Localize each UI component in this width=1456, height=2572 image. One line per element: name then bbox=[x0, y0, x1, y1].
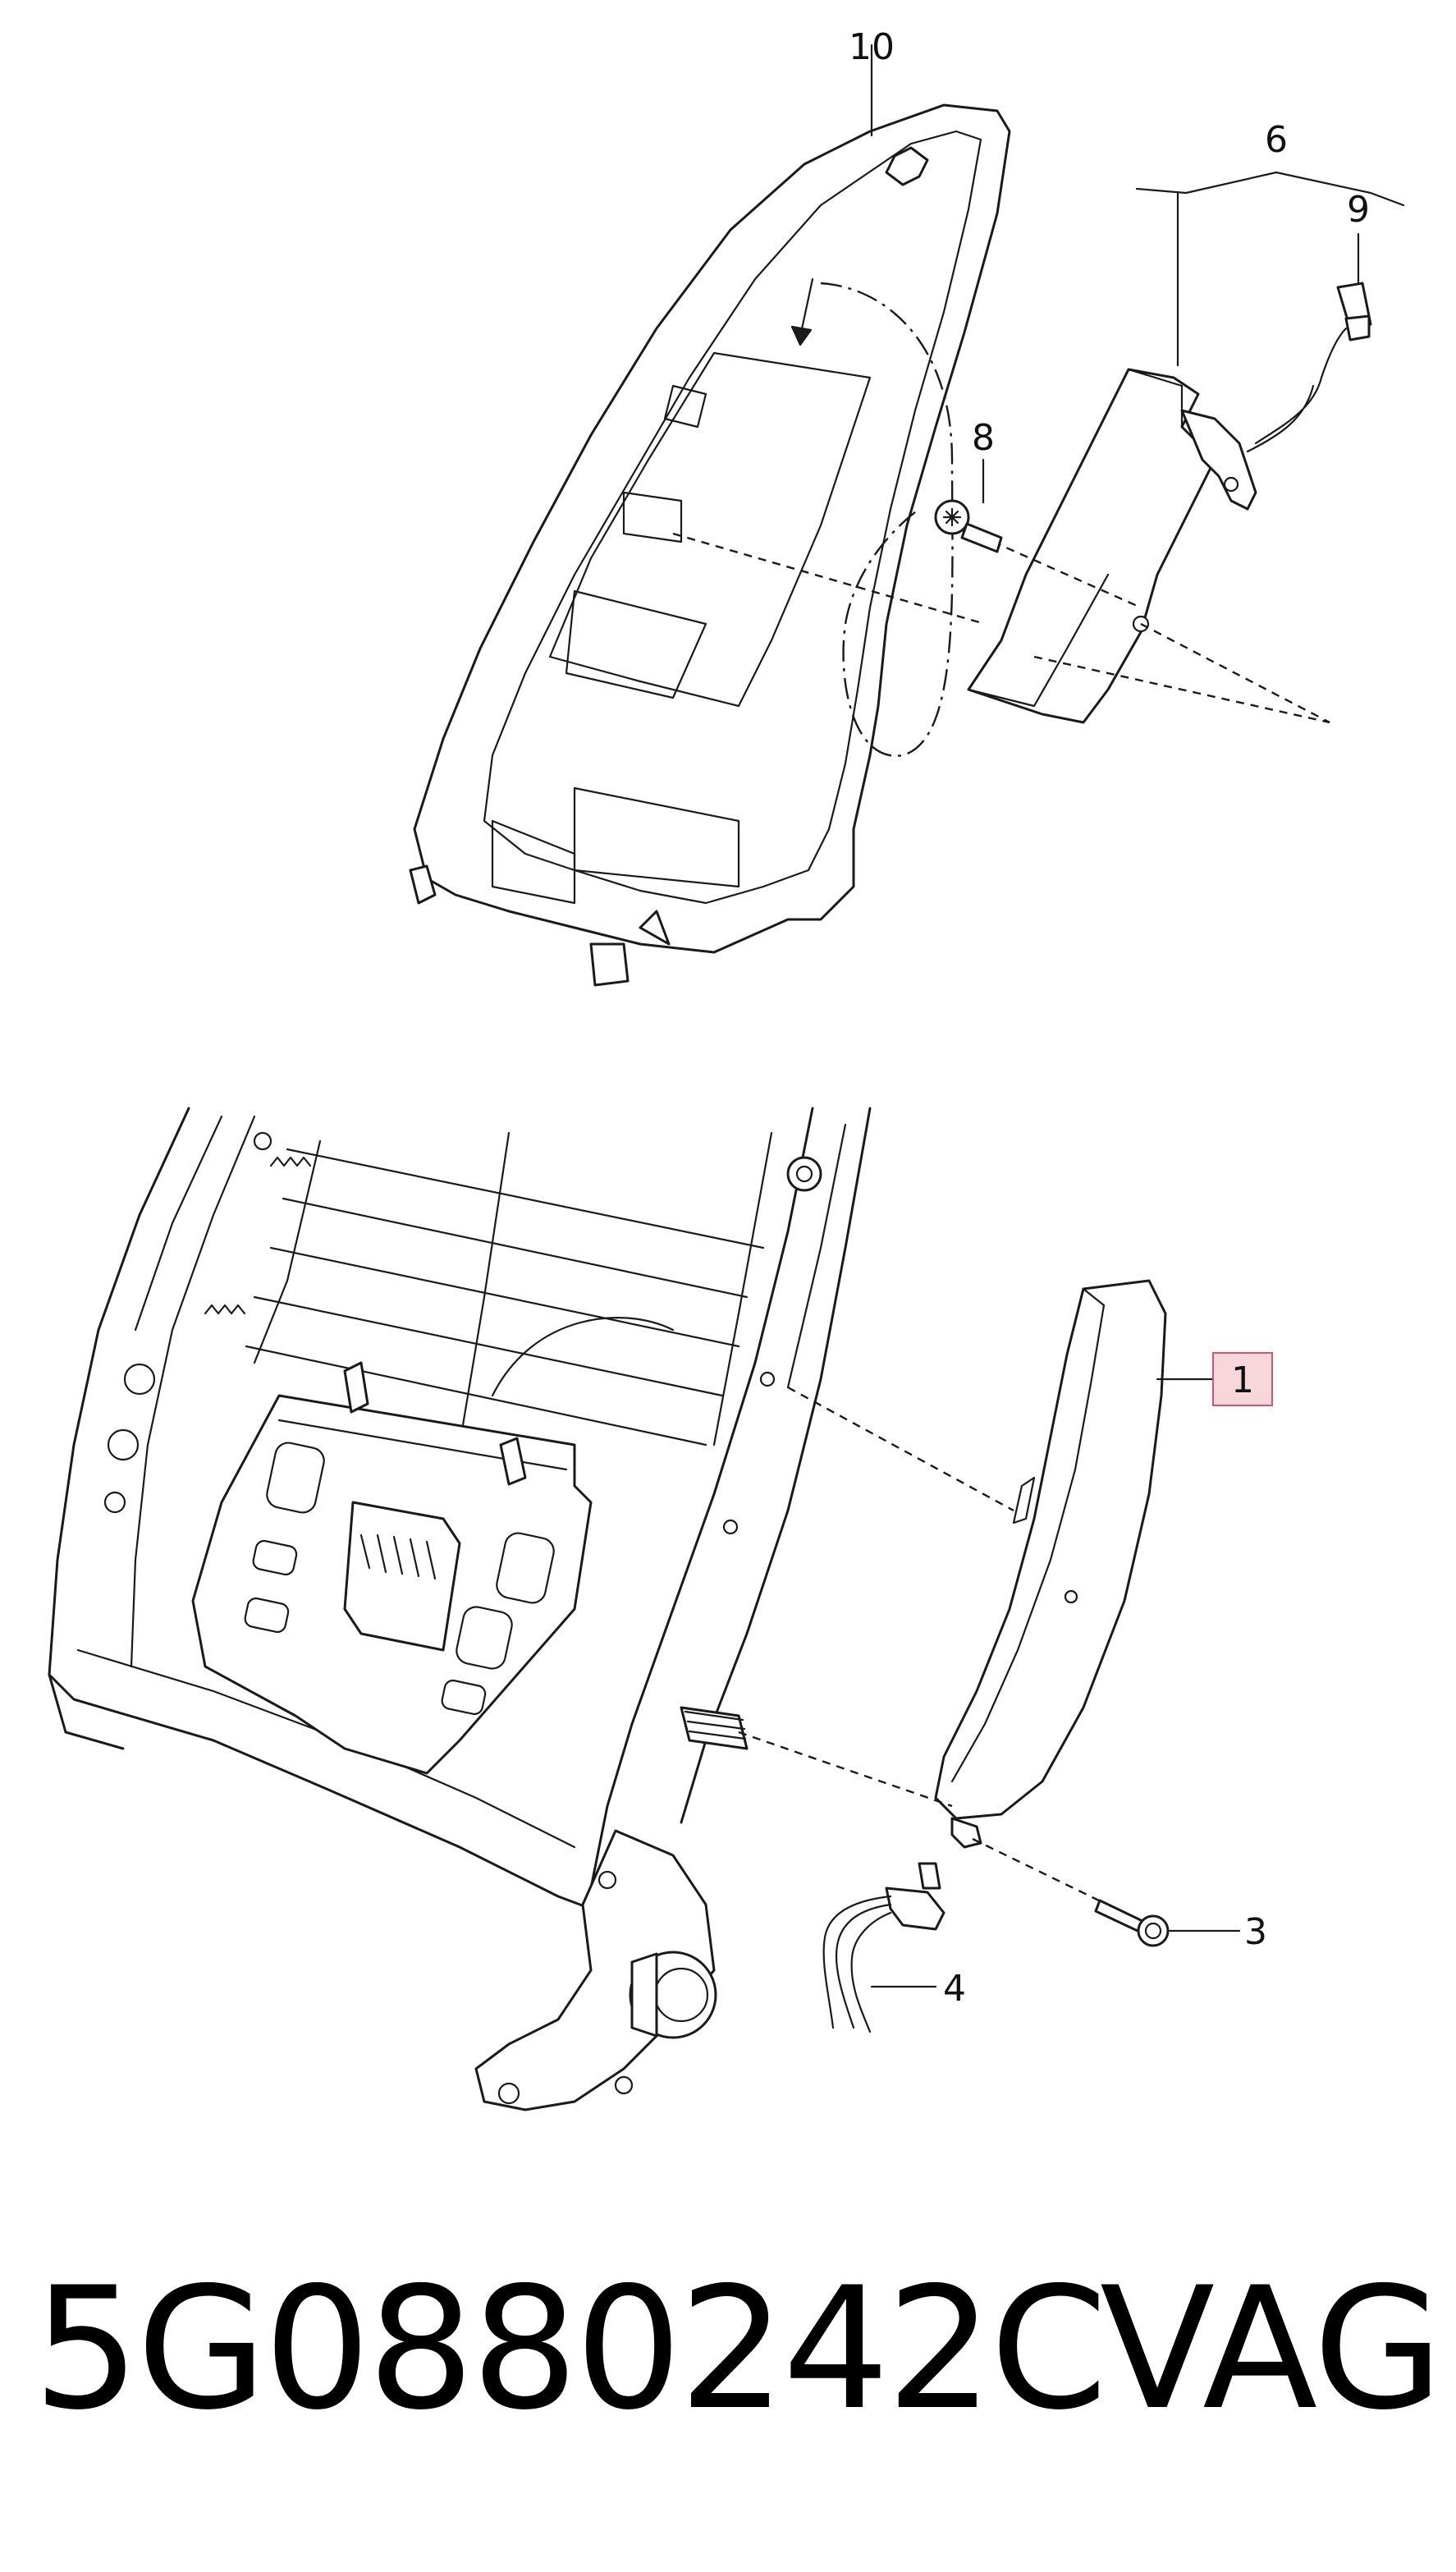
callout-8: 8 bbox=[972, 417, 995, 459]
part-number-text: 5G0880242C bbox=[33, 2252, 1107, 2447]
bracket-6 bbox=[1135, 171, 1405, 207]
seat-back-frame bbox=[48, 1107, 872, 2111]
wiring-harness bbox=[822, 1862, 945, 2033]
side-trim-panel bbox=[409, 103, 1011, 987]
callout-6: 6 bbox=[1265, 119, 1288, 161]
leader-line-upper-a bbox=[672, 532, 986, 626]
callout-9: 9 bbox=[1347, 189, 1370, 231]
leader-line-lower-b bbox=[738, 1731, 953, 1808]
side-airbag-unit bbox=[934, 1279, 1167, 1849]
screw-3 bbox=[1094, 1899, 1170, 1947]
leader-line-lower-c bbox=[972, 1837, 1105, 1905]
callout-4: 4 bbox=[943, 1968, 966, 2010]
leader-line-upper-c bbox=[992, 540, 1142, 609]
callout-1: 1 bbox=[1231, 1359, 1254, 1401]
leader-line-upper-b bbox=[1140, 622, 1330, 724]
leader-line-lower-a bbox=[787, 1386, 1014, 1512]
dashed-guide-upper bbox=[820, 282, 954, 757]
brand-text: VAG bbox=[1100, 2252, 1444, 2447]
callout-1-highlight bbox=[1212, 1352, 1273, 1406]
side-airbag-module bbox=[967, 282, 1372, 724]
leader-line-upper-d bbox=[1033, 655, 1330, 724]
callout-10: 10 bbox=[849, 26, 895, 68]
callout-3: 3 bbox=[1244, 1911, 1267, 1953]
screw-8 bbox=[934, 499, 1003, 553]
